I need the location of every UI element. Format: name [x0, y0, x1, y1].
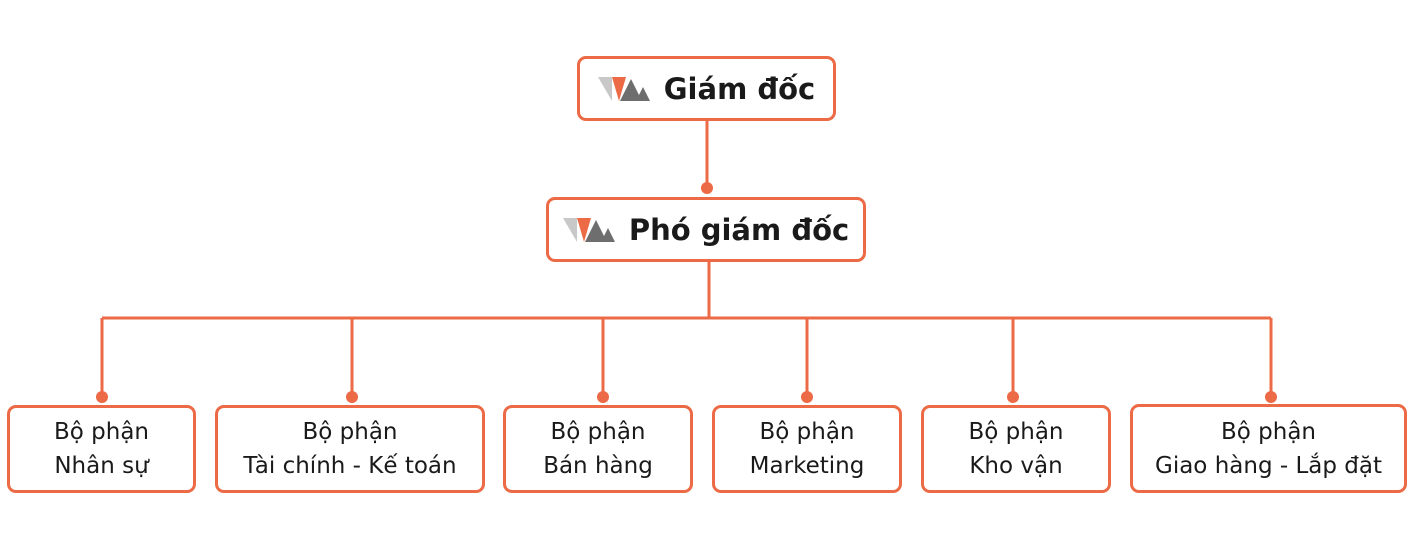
- department-box-delivery: Bộ phận Giao hàng - Lắp đặt: [1130, 404, 1407, 493]
- deputy-director-box: Phó giám đốc: [546, 197, 866, 262]
- company-logo-icon: [562, 217, 615, 242]
- department-box-sales: Bộ phận Bán hàng: [503, 405, 693, 493]
- department-label-line2: Marketing: [749, 453, 865, 479]
- department-label-line1: Bộ phận: [550, 419, 646, 445]
- department-label-line2: Giao hàng - Lắp đặt: [1155, 452, 1382, 479]
- director-box: Giám đốc: [577, 56, 836, 121]
- connector-dot-marketing: [801, 391, 813, 403]
- connector-dot-finance: [346, 391, 358, 403]
- department-box-finance: Bộ phận Tài chính - Kế toán: [215, 405, 485, 493]
- department-box-hr: Bộ phận Nhân sự: [7, 405, 196, 493]
- connector-dot-delivery: [1265, 391, 1277, 403]
- department-label-line1: Bộ phận: [302, 419, 398, 445]
- department-label-line2: Nhân sự: [54, 453, 149, 479]
- connector-dot-logistics: [1007, 391, 1019, 403]
- department-label-line1: Bộ phận: [968, 419, 1064, 445]
- department-label-line2: Kho vận: [969, 453, 1063, 479]
- department-label-line1: Bộ phận: [53, 419, 149, 445]
- department-label-line1: Bộ phận: [1220, 418, 1316, 445]
- deputy-director-title: Phó giám đốc: [628, 212, 850, 247]
- connector-dot-hr: [96, 391, 108, 403]
- connector-dot-sales: [597, 391, 609, 403]
- director-title: Giám đốc: [663, 71, 816, 106]
- company-logo-icon: [597, 76, 650, 101]
- department-label-line1: Bộ phận: [759, 419, 855, 445]
- department-label-line2: Tài chính - Kế toán: [243, 453, 457, 479]
- connector-dot-deputy: [701, 182, 713, 194]
- department-box-marketing: Bộ phận Marketing: [712, 405, 902, 493]
- department-label-line2: Bán hàng: [543, 453, 653, 479]
- department-box-logistics: Bộ phận Kho vận: [921, 405, 1111, 493]
